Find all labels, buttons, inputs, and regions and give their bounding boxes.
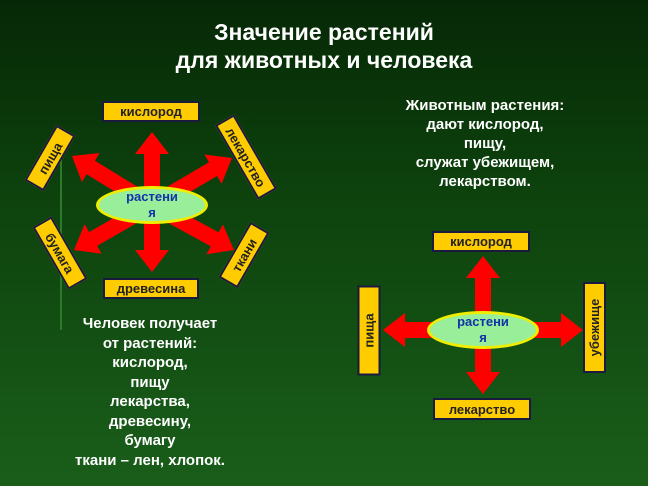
ellipse-text: растени <box>457 314 509 329</box>
text-line: дают кислород, <box>426 116 544 133</box>
box-shelter-right: убежище <box>583 282 606 373</box>
text-line: служат убежищем, <box>415 154 555 171</box>
arrow-down-icon <box>466 330 500 394</box>
box-wood: древесина <box>103 278 199 299</box>
text-line: древесину, <box>108 412 192 430</box>
box-oxygen: кислород <box>102 101 200 122</box>
arrow-up-icon <box>135 132 169 205</box>
human-text: Человек получает от растений: кислород, … <box>30 314 270 470</box>
arrow-down-icon <box>135 205 169 272</box>
title-line-1: Значение растений <box>214 19 434 45</box>
box-food-right: пища <box>357 285 381 376</box>
text-line: лекарства, <box>110 393 190 410</box>
arrow-up-icon <box>466 256 500 330</box>
page-title: Значение растений для животных и человек… <box>0 18 648 74</box>
box-oxygen-right: кислород <box>432 231 530 252</box>
box-medicine-right: лекарство <box>433 398 531 420</box>
decorative-line <box>60 130 62 330</box>
text-line: пищу <box>130 373 170 391</box>
text-line: ткани – лен, хлопок. <box>75 451 225 469</box>
ellipse-text: я <box>148 205 156 220</box>
text-line: лекарством. <box>439 173 531 190</box>
text-line: Животным растения: <box>405 97 565 114</box>
animals-text: Животным растения: дают кислород, пищу, … <box>370 96 600 191</box>
text-line: Человек получает <box>82 315 218 332</box>
text-line: пищу, <box>463 135 507 152</box>
text-line: от растений: <box>102 334 198 352</box>
text-line: бумагу <box>124 432 176 449</box>
text-line: кислород, <box>112 354 188 371</box>
ellipse-text: растени <box>126 189 178 204</box>
title-line-2: для животных и человека <box>175 47 473 73</box>
ellipse-text: я <box>479 330 487 345</box>
